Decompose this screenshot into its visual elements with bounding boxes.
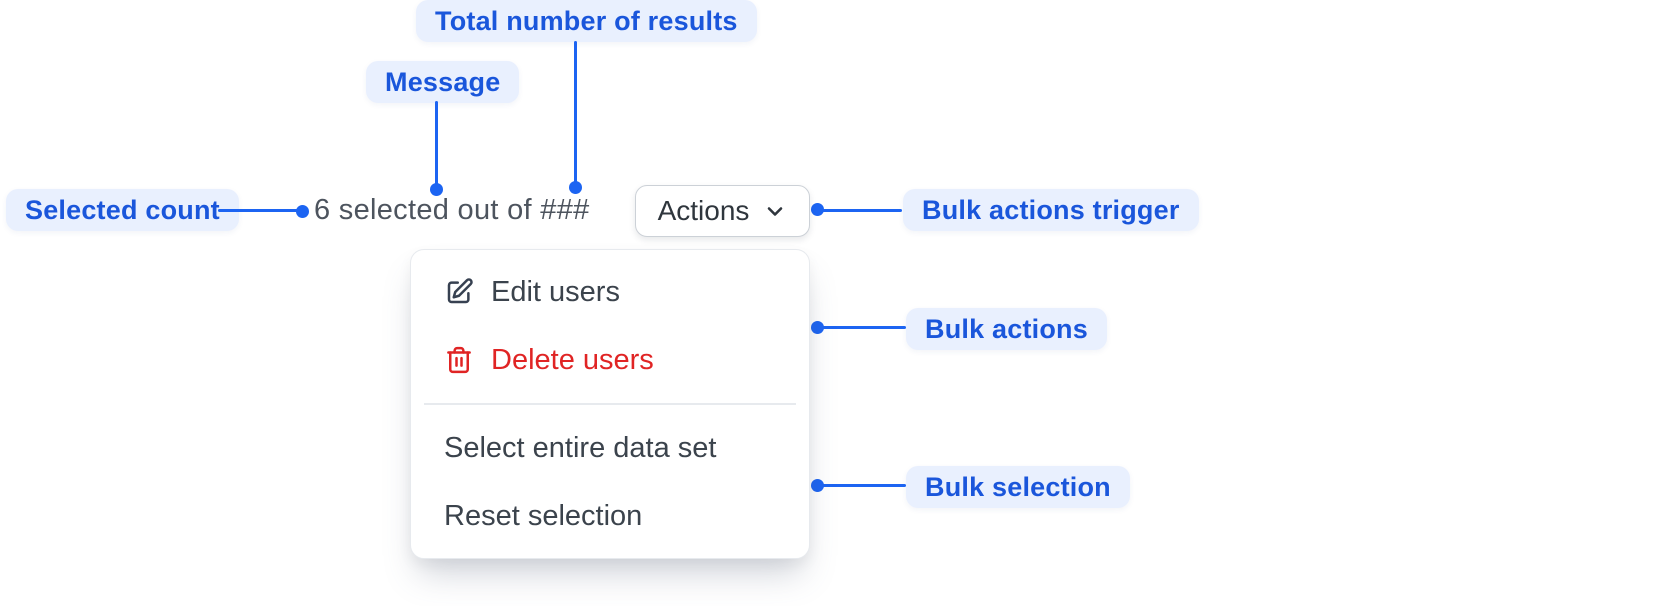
connector-line-bulk-selection <box>822 484 906 487</box>
connector-dot-total-results <box>569 181 582 194</box>
pencil-square-icon <box>447 278 473 304</box>
bulk-actions-trigger-button[interactable]: Actions <box>635 185 810 237</box>
menu-item-label: Reset selection <box>444 499 643 532</box>
chevron-down-icon <box>768 207 783 216</box>
menu-item-label: Select entire data set <box>444 431 717 464</box>
connector-dot-bulk-selection <box>811 479 824 492</box>
connector-dot-message <box>430 183 443 196</box>
menu-item-label: Edit users <box>491 275 620 308</box>
menu-divider <box>424 403 796 405</box>
selection-count-message: 6 selected out of ### <box>314 194 590 226</box>
menu-item-label: Delete users <box>491 343 654 376</box>
menu-item-edit-users[interactable]: Edit users <box>411 258 809 326</box>
menu-item-delete-users[interactable]: Delete users <box>411 326 809 394</box>
connector-line-bulk-actions <box>822 326 906 329</box>
connector-line-selected-count <box>218 209 298 212</box>
annotation-total-results: Total number of results <box>416 0 757 42</box>
annotation-selected-count: Selected count <box>6 189 239 231</box>
connector-line-total-results <box>574 41 577 185</box>
annotation-bulk-actions: Bulk actions <box>906 308 1107 350</box>
annotation-message: Message <box>366 61 520 103</box>
menu-item-select-entire-data-set[interactable]: Select entire data set <box>411 414 809 482</box>
connector-dot-selected-count <box>296 205 309 218</box>
connector-dot-bulk-actions <box>811 321 824 334</box>
annotation-bulk-selection: Bulk selection <box>906 466 1130 508</box>
connector-line-bulk-actions-trigger <box>822 209 902 212</box>
menu-item-reset-selection[interactable]: Reset selection <box>411 482 809 550</box>
connector-line-message <box>435 101 438 186</box>
annotation-bulk-actions-trigger: Bulk actions trigger <box>903 189 1199 231</box>
connector-dot-bulk-actions-trigger <box>811 203 824 216</box>
bulk-actions-menu: Edit users Delete users Select entire da… <box>410 249 810 559</box>
actions-button-label: Actions <box>657 195 750 226</box>
trash-icon <box>447 346 471 374</box>
